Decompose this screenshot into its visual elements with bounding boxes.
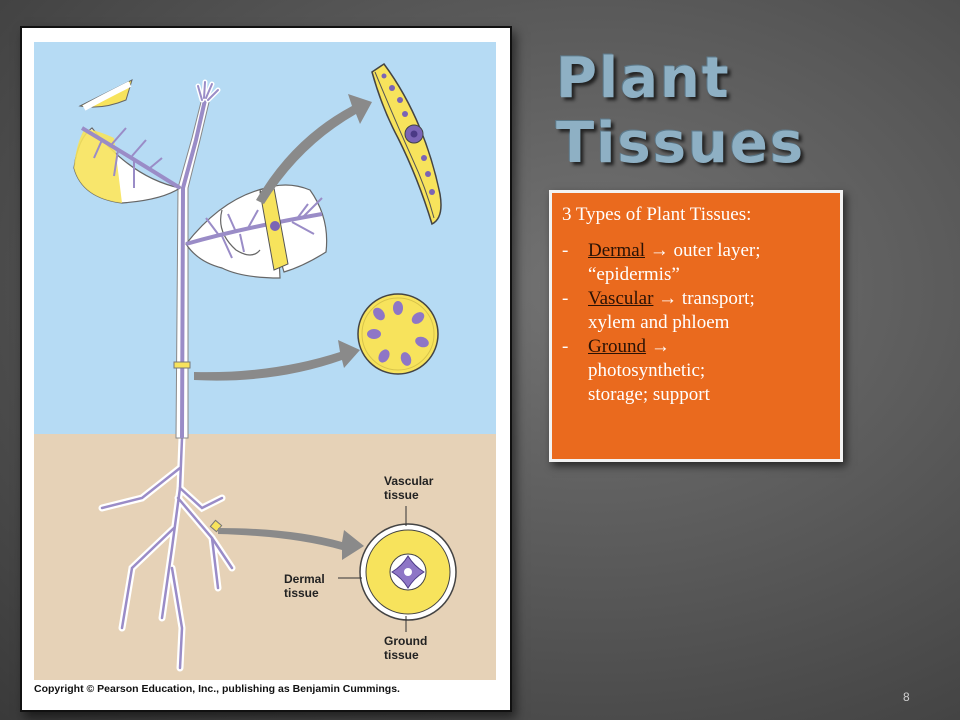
bullet-dash: - [562, 336, 569, 357]
slide-number: 8 [903, 690, 910, 704]
term-dermal: Dermal [588, 240, 645, 261]
arrow-text: → [653, 288, 682, 309]
term-vascular: Vascular [588, 288, 654, 309]
side-leaf [185, 184, 328, 279]
item-text: “epidermis” [588, 264, 680, 285]
tissue-types-box: 3 Types of Plant Tissues: - Dermal → out… [549, 190, 843, 462]
label-leaders [338, 506, 407, 632]
item-text: outer layer; [673, 240, 761, 261]
leaf-section-magnified [371, 62, 442, 226]
copyright-notice: Copyright © Pearson Education, Inc., pub… [34, 683, 400, 695]
label-line: Ground [384, 634, 428, 648]
plant-illustration [34, 42, 496, 680]
label-line: Vascular [384, 474, 434, 488]
slide-title: Plant Tissues [556, 46, 806, 176]
box-heading: 3 Types of Plant Tissues: [562, 204, 752, 225]
label-line: tissue [384, 648, 419, 662]
item-text: xylem and phloem [588, 312, 730, 333]
plant-figure: Vascular tissue Dermal tissue Ground tis… [20, 26, 512, 712]
arrow-text: → [644, 240, 674, 261]
label-line: tissue [284, 586, 319, 600]
bullet-dash: - [562, 288, 569, 309]
vascular-tissue-label: Vascular tissue [384, 474, 433, 502]
list-item-dermal: - Dermal → outer layer; “epidermis” [562, 239, 830, 287]
arrow-text: → [646, 336, 670, 357]
stem-section-magnified [357, 293, 439, 375]
label-line: tissue [384, 488, 419, 502]
upper-leaf [73, 79, 182, 204]
list-item-vascular: - Vascular → transport; xylem and phloem [562, 287, 830, 335]
item-text: photosynthetic; [588, 360, 706, 381]
item-text: storage; support [588, 384, 710, 405]
ground-tissue-label: Ground tissue [384, 634, 427, 662]
label-line: Dermal [284, 572, 325, 586]
bullet-dash: - [562, 240, 569, 261]
root-section-magnified [359, 523, 457, 621]
dermal-tissue-label: Dermal tissue [284, 572, 325, 600]
stem [173, 79, 223, 533]
term-ground: Ground [588, 336, 647, 357]
spacer [562, 227, 830, 239]
pointer-arrows [194, 94, 372, 560]
list-item-ground: - Ground → photosynthetic; storage; supp… [562, 335, 830, 407]
item-text: transport; [681, 288, 755, 309]
